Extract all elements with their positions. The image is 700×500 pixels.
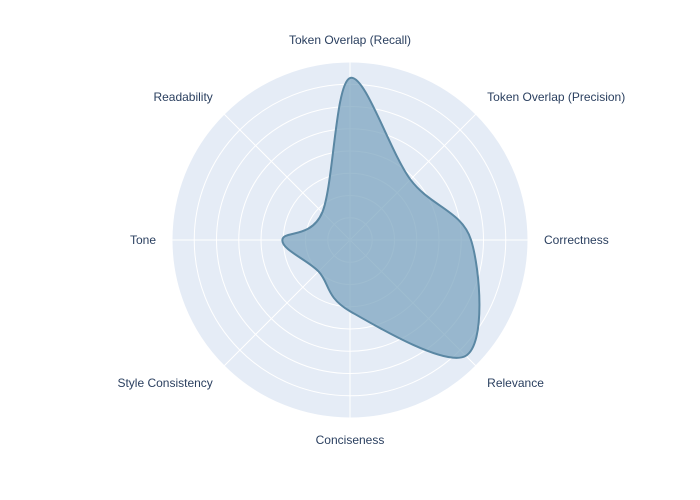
category-label: Token Overlap (Precision) (487, 90, 625, 104)
category-label: Style Consistency (117, 376, 212, 390)
series-area-path (281, 77, 481, 359)
category-label: Conciseness (316, 433, 385, 447)
category-label: Tone (130, 233, 156, 247)
series-area (281, 77, 481, 359)
category-labels: Token Overlap (Recall) Token Overlap (Pre… (117, 33, 625, 447)
category-label: Correctness (544, 233, 609, 247)
category-label: Token Overlap (Recall) (289, 33, 411, 47)
category-label: Relevance (487, 376, 544, 390)
category-label: Readability (153, 90, 212, 104)
